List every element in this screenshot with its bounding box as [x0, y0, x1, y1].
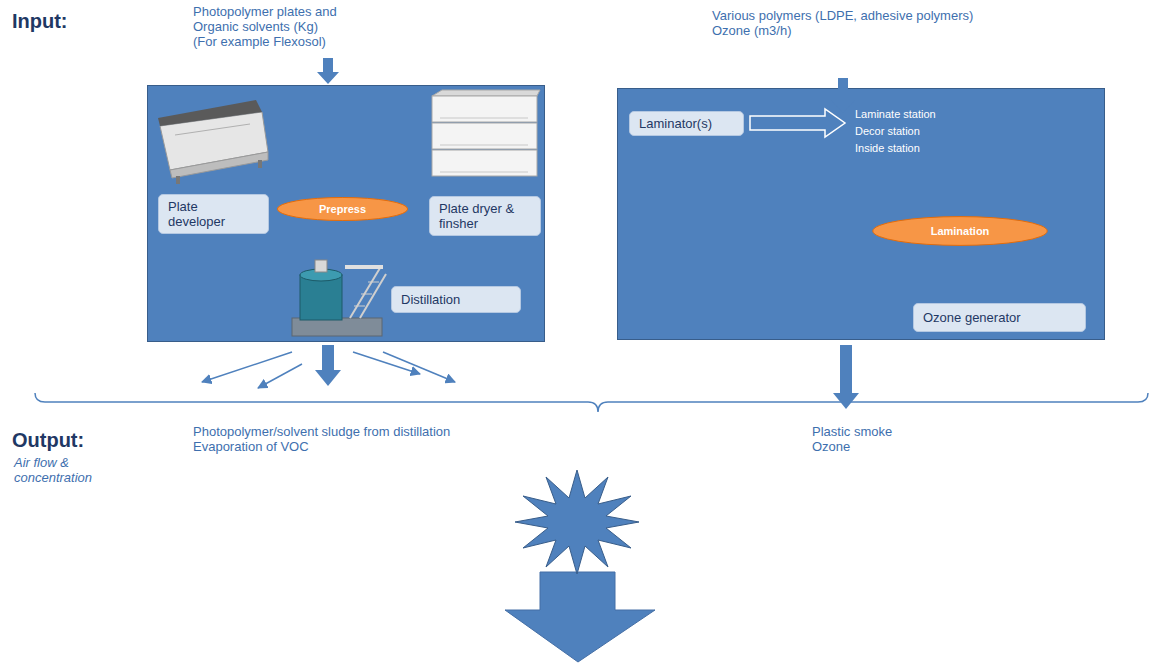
section-heading: Output: — [12, 428, 132, 452]
emission-arrow — [383, 352, 455, 382]
emission-arrow — [258, 364, 302, 388]
plate-dryer-illustration — [432, 90, 540, 176]
node-text: Prepress — [319, 203, 366, 215]
starburst — [515, 470, 639, 574]
plate-developer-illustration — [158, 100, 268, 184]
stage-ellipse: Lamination — [871, 216, 1049, 246]
node-text: Lamination — [931, 225, 990, 237]
station-name: Inside station — [855, 142, 1055, 155]
input-arrow — [317, 58, 339, 84]
brace — [35, 393, 1148, 412]
output-note: Plastic smoke Ozone — [812, 424, 914, 454]
machine-label: Distillation — [391, 286, 521, 313]
station-name: Laminate station — [855, 108, 1055, 121]
output-arrow — [315, 345, 341, 386]
input-note: Photopolymer plates and Organic solvents… — [193, 4, 345, 49]
machine-label: Plate developer — [158, 194, 269, 234]
hollow-arrow — [750, 109, 845, 137]
output-subtitle: Air flow & concentration — [14, 455, 110, 485]
input-note: Various polymers (LDPE, adhesive polymer… — [712, 8, 992, 38]
node-text: Plate dryer & finsher — [439, 201, 531, 231]
machine-label: Ozone generator — [913, 303, 1086, 332]
section-heading: Input: — [12, 9, 132, 33]
stage-ellipse: Prepress — [276, 197, 409, 221]
node-text: Plate developer — [168, 199, 248, 229]
output-arrow — [833, 345, 859, 409]
output-note: Photopolymer/solvent sludge from distill… — [193, 424, 483, 454]
distillation-illustration — [292, 260, 386, 336]
input-arrow — [831, 78, 855, 113]
station-name: Decor station — [855, 125, 1055, 138]
node-text: Ozone generator — [923, 310, 1021, 325]
node-text: Laminator(s) — [639, 116, 712, 131]
machine-label: Plate dryer & finsher — [429, 196, 541, 236]
node-text: Distillation — [401, 292, 460, 307]
big-down-arrow — [505, 572, 655, 662]
machine-label: Laminator(s) — [629, 111, 744, 136]
